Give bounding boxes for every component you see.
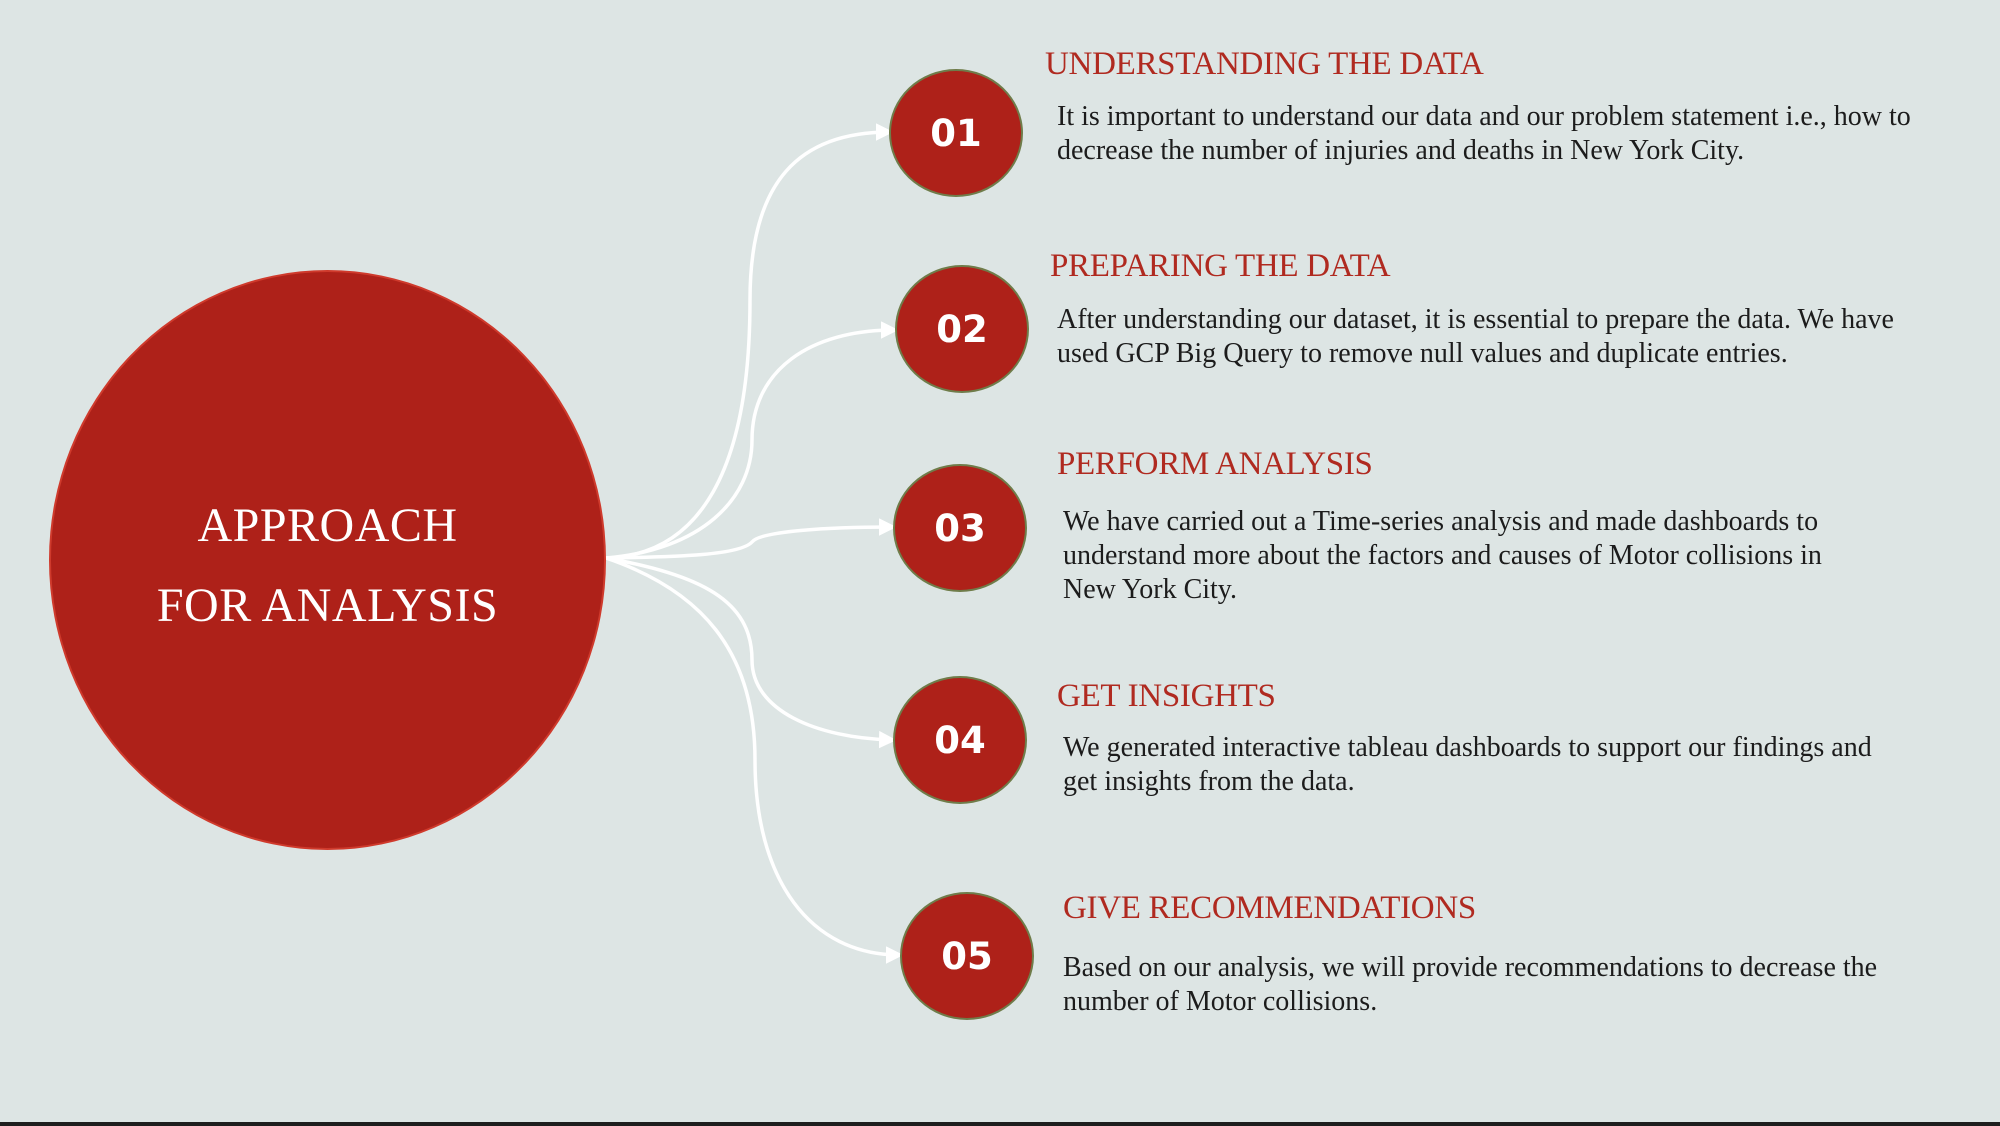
step-05-description: Based on our analysis, we will provide r… bbox=[1063, 952, 1878, 1017]
step-04-badge: 04 bbox=[893, 676, 1027, 804]
step-03-badge: 03 bbox=[893, 464, 1027, 592]
step-03-title: PERFORM ANALYSIS bbox=[1057, 446, 1373, 482]
step-03-description: We have carried out a Time-series analys… bbox=[1063, 506, 1822, 605]
step-01-description: It is important to understand our data a… bbox=[1057, 101, 1911, 166]
step-05-title: GIVE RECOMMENDATIONS bbox=[1063, 890, 1476, 926]
connector-04 bbox=[605, 556, 897, 749]
step-04-description: We generated interactive tableau dashboa… bbox=[1063, 732, 1872, 797]
step-02-badge: 02 bbox=[895, 265, 1029, 393]
connector-01 bbox=[605, 123, 894, 560]
step-01-badge: 01 bbox=[889, 69, 1023, 197]
bottom-border bbox=[0, 1122, 2000, 1126]
step-02-description: After understanding our dataset, it is e… bbox=[1057, 304, 1894, 369]
approach-title: APPROACH FOR ANALYSIS bbox=[108, 486, 548, 646]
step-01-title: UNDERSTANDING THE DATA bbox=[1045, 46, 1484, 82]
step-02-title: PREPARING THE DATA bbox=[1050, 248, 1391, 284]
step-05-badge: 05 bbox=[900, 892, 1034, 1020]
connector-02 bbox=[605, 321, 899, 560]
connector-05 bbox=[605, 556, 904, 964]
approach-hub-circle: APPROACH FOR ANALYSIS bbox=[49, 270, 606, 850]
step-04-title: GET INSIGHTS bbox=[1057, 678, 1276, 714]
approach-title-line-2: FOR ANALYSIS bbox=[156, 579, 499, 632]
approach-title-line-1: APPROACH bbox=[197, 499, 458, 552]
connector-03 bbox=[605, 518, 897, 560]
